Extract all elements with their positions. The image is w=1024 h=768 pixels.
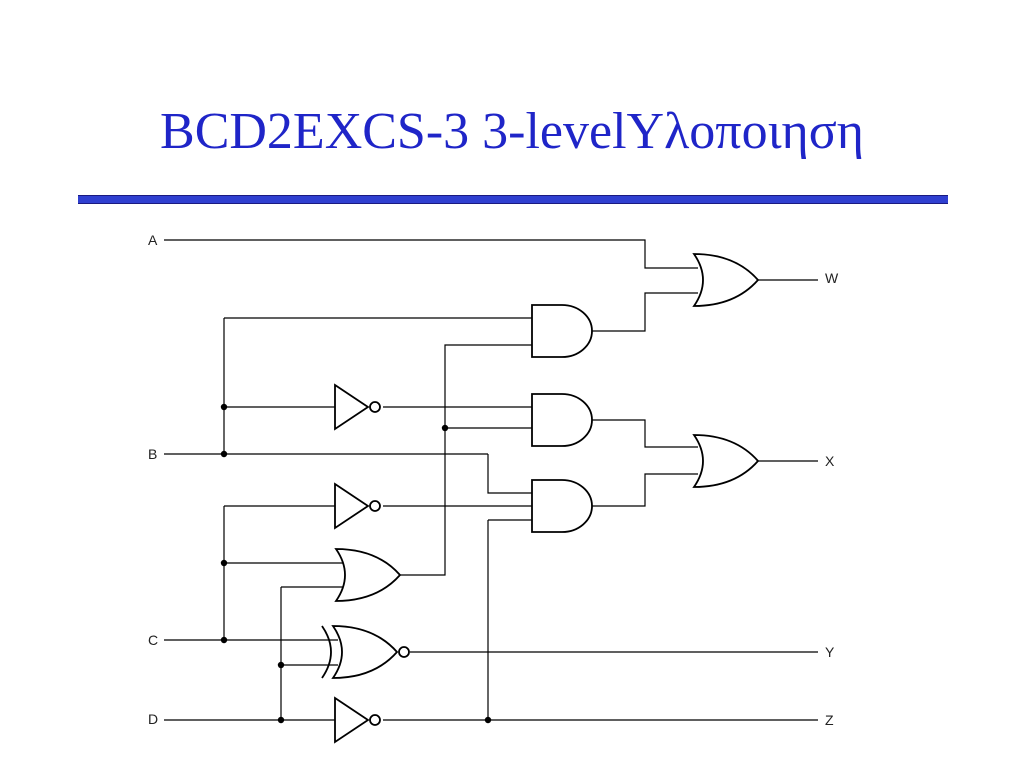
gates <box>321 253 760 744</box>
junction-d <box>277 716 285 724</box>
output-label-z: Z <box>825 712 834 728</box>
or-gate-cd <box>334 548 402 602</box>
wire-or3-to-and1 <box>400 344 532 576</box>
and-gate-3 <box>531 479 593 533</box>
and-gate-1 <box>531 304 593 358</box>
junction-c-or <box>220 559 228 567</box>
wire-a <box>164 239 698 269</box>
not-gate-c-bubble <box>369 500 381 512</box>
and-gate-2 <box>531 393 593 447</box>
or-gate-w <box>692 253 760 307</box>
input-label-b: B <box>148 446 157 462</box>
xnor-gate-bubble <box>398 646 410 658</box>
input-label-a: A <box>148 232 158 248</box>
title-divider <box>78 195 948 204</box>
not-gate-c <box>334 482 370 530</box>
junction-or3 <box>441 424 449 432</box>
junction-d-xnor <box>277 661 285 669</box>
junctions <box>220 403 492 724</box>
wire-and3-to-or2 <box>592 473 698 507</box>
wire-and1-to-or1 <box>592 292 698 332</box>
junction-b-not <box>220 403 228 411</box>
output-label-w: W <box>825 270 839 286</box>
not-gate-b-bubble <box>369 401 381 413</box>
input-label-c: C <box>148 632 158 648</box>
slide-title: BCD2EXCS-3 3-levelΥλοποιηση <box>160 103 864 160</box>
xnor-gate-back-curve <box>321 625 332 679</box>
or-gate-x <box>692 434 760 488</box>
not-gate-d <box>334 696 370 744</box>
output-label-y: Y <box>825 644 835 660</box>
wire-b-to-and3 <box>487 454 532 494</box>
junction-c <box>220 636 228 644</box>
junction-notd <box>484 716 492 724</box>
xnor-gate <box>331 625 399 679</box>
junction-b <box>220 450 228 458</box>
output-label-x: X <box>825 453 835 469</box>
input-label-d: D <box>148 711 158 727</box>
not-gate-b <box>334 383 370 431</box>
not-gate-d-bubble <box>369 714 381 726</box>
wire-and2-to-or2 <box>592 419 698 448</box>
